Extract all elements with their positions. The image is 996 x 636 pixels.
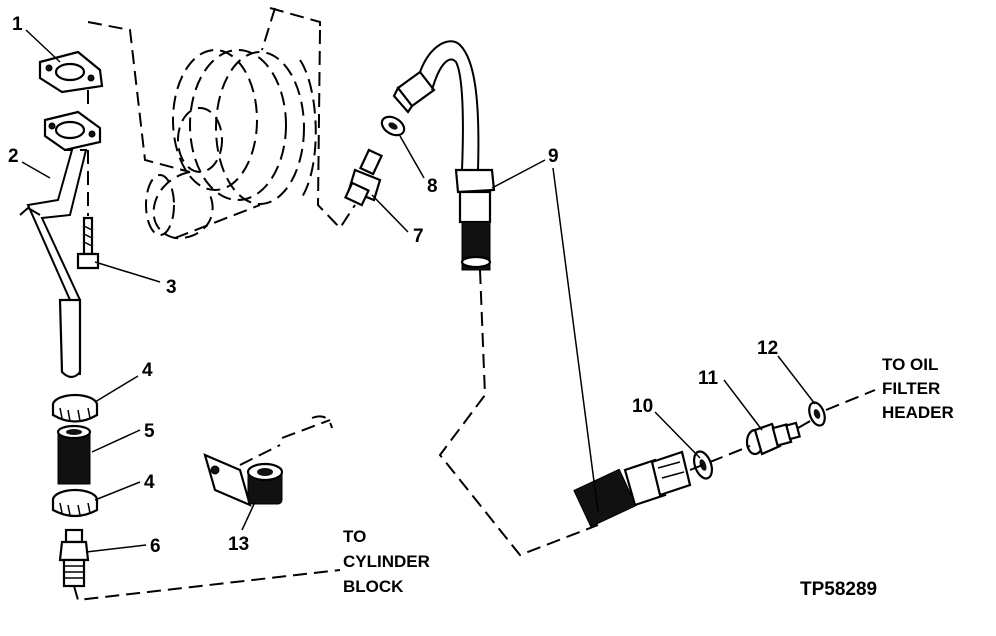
- part-13-clamp: [203, 415, 333, 507]
- label-filter-line-2: FILTER: [882, 379, 940, 398]
- callout-2: 2: [8, 146, 19, 167]
- callout-9: 9: [548, 146, 559, 167]
- callout-4-lower: 4: [144, 472, 155, 493]
- part-9-oil-line: [392, 40, 692, 557]
- part-5-hose: [56, 424, 92, 485]
- callout-13: 13: [228, 534, 249, 555]
- part-8-washer: [380, 115, 406, 137]
- part-4-clamp-upper: [51, 393, 99, 423]
- callout-6: 6: [150, 536, 161, 557]
- label-filter-line-1: TO OIL: [882, 355, 938, 374]
- part-12-washer: [808, 401, 826, 427]
- part-7-fitting: [344, 148, 384, 207]
- label-cylinder-line-1: TO: [343, 527, 366, 546]
- label-filter-line-3: HEADER: [882, 403, 954, 422]
- turbocharger-phantom: [87, 7, 356, 240]
- callout-12: 12: [757, 338, 778, 359]
- part-2-drain-tube: [19, 110, 102, 379]
- part-3-bolt: [76, 216, 100, 270]
- callout-1: 1: [12, 14, 23, 35]
- callouts: 1 2 3 4 5 4 6 7 8 9 10 11 12 13: [8, 14, 778, 557]
- part-11-fitting: [745, 421, 801, 456]
- leader-lines: [21, 29, 816, 553]
- figure-id: TP58289: [800, 579, 877, 600]
- part-6-fitting: [58, 528, 90, 588]
- callout-11: 11: [698, 368, 719, 389]
- callout-4-upper: 4: [142, 360, 153, 381]
- callout-7: 7: [413, 226, 424, 247]
- label-to-cylinder-block: TO CYLINDER BLOCK: [343, 527, 430, 596]
- label-to-oil-filter-header: TO OIL FILTER HEADER: [882, 355, 954, 422]
- callout-8: 8: [427, 176, 438, 197]
- callout-3: 3: [166, 277, 177, 298]
- label-cylinder-line-3: BLOCK: [343, 577, 404, 596]
- part-1-gasket: [38, 50, 104, 94]
- callout-5: 5: [144, 421, 155, 442]
- part-4-clamp-lower: [51, 488, 99, 518]
- label-cylinder-line-2: CYLINDER: [343, 552, 430, 571]
- callout-10: 10: [632, 396, 653, 417]
